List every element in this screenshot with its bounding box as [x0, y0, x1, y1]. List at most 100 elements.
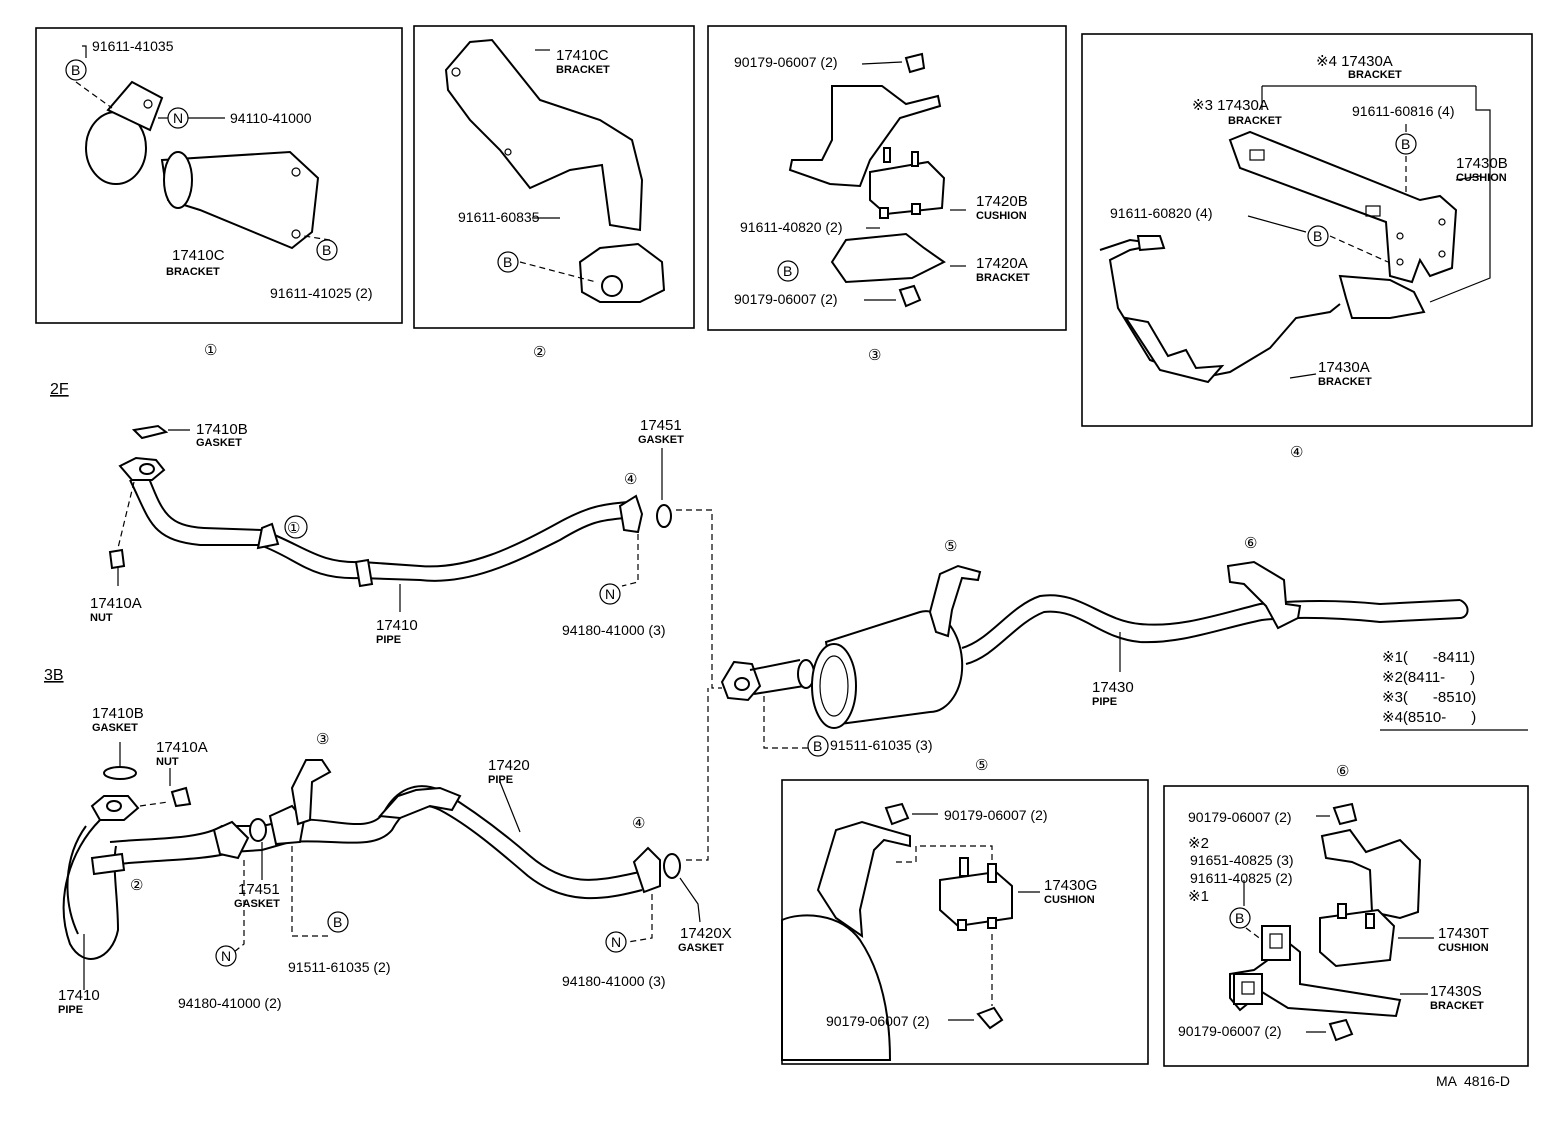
3b-part-17410a: 17410A [156, 739, 208, 756]
i5-part-90179-06007-b: 90179-06007 (2) [826, 1013, 930, 1029]
inset-4-drawing [1099, 85, 1491, 384]
inset-6-drawing [1229, 802, 1434, 1042]
2f-part-17410: 17410 [376, 617, 418, 634]
inset-label-5: ⑤ [975, 757, 988, 774]
i6-part-90179-06007-b: 90179-06007 (2) [1178, 1023, 1282, 1039]
2f-callout-4: ④ [624, 471, 637, 488]
3b-part-17410b: 17410B [92, 705, 144, 722]
2f-part-17410-name: PIPE [376, 634, 401, 646]
i4-part-17430a-3: ※3 17430A [1192, 97, 1269, 114]
drawing-code: MA 4816-D [1436, 1073, 1510, 1089]
legend-line-1: ※1( -8411) [1382, 649, 1475, 666]
date-legend: ※1( -8411) ※2(8411- ) ※3( -8510) ※4(8510… [1380, 649, 1528, 731]
legend-line-2: ※2(8411- ) [1382, 669, 1475, 686]
i6-part-90179-06007-a: 90179-06007 (2) [1188, 809, 1292, 825]
3b-callout-3: ③ [316, 731, 329, 748]
i2-part-17410c: 17410C [556, 47, 609, 64]
i4-b-letter-2: B [1313, 228, 1322, 244]
i3-part-90179-06007-a: 90179-06007 (2) [734, 54, 838, 70]
inset-3-drawing [788, 52, 966, 308]
3b-part-17410b-name: GASKET [92, 722, 138, 734]
i6-part-17430s-name: BRACKET [1430, 1000, 1484, 1012]
3b-part-17420-name: PIPE [488, 774, 513, 786]
i1-part-94110-41000: 94110-41000 [230, 110, 312, 126]
i4-part-17430a-name: BRACKET [1318, 376, 1372, 388]
3b-part-17410-name: PIPE [58, 1004, 83, 1016]
3b-part-91511-61035: 91511-61035 (2) [288, 959, 390, 975]
i2-part-91611-60835: 91611-60835 [458, 209, 540, 225]
i5-part-17430g-name: CUSHION [1044, 894, 1095, 906]
3b-part-94180-41000-2: 94180-41000 (2) [178, 995, 282, 1011]
inset-box-2 [413, 25, 695, 329]
2f-part-17410a: 17410A [90, 595, 142, 612]
i4-part-17430a-3-name: BRACKET [1228, 115, 1282, 127]
i3-part-17420b: 17420B [976, 193, 1028, 210]
muffler-part-91511-61035: 91511-61035 (3) [830, 737, 932, 753]
2f-part-17410a-name: NUT [90, 612, 113, 624]
3b-part-94180-41000-3: 94180-41000 (3) [562, 973, 666, 989]
3b-part-17420x-name: GASKET [678, 942, 724, 954]
i6-part-17430t-name: CUSHION [1438, 942, 1489, 954]
inset-1-drawing [75, 45, 331, 250]
section-2f: 2F [50, 381, 69, 398]
i6-note-1: ※1 [1188, 888, 1209, 905]
i4-part-17430a-4: ※4 17430A [1316, 53, 1393, 70]
inset-box-1 [35, 27, 403, 324]
i3-part-17420a-name: BRACKET [976, 272, 1030, 284]
3b-part-17420x: 17420X [680, 925, 732, 942]
muffler-b-letter: B [813, 738, 822, 754]
3b-part-17410a-name: NUT [156, 756, 179, 768]
i6-part-17430s: 17430S [1430, 983, 1482, 1000]
pipe-17420-3b-drawing [62, 688, 709, 990]
i1-b-letter-2: B [322, 242, 331, 258]
i6-b-letter: B [1235, 910, 1244, 926]
muffler-callout-5: ⑤ [944, 538, 957, 555]
inset-label-6: ⑥ [1336, 763, 1349, 780]
inset-2-drawing [444, 38, 666, 303]
i3-part-90179-06007-b: 90179-06007 (2) [734, 291, 838, 307]
3b-n-letter-1: N [221, 948, 231, 964]
i3-part-17420a: 17420A [976, 255, 1028, 272]
inset-5-drawing [781, 802, 1040, 1061]
i5-part-90179-06007-a: 90179-06007 (2) [944, 807, 1048, 823]
i4-part-17430a-4-name: BRACKET [1348, 69, 1402, 81]
i1-part-17410c: 17410C [172, 247, 225, 264]
i6-note-2: ※2 [1188, 835, 1209, 852]
inset-label-1: ① [204, 342, 217, 359]
legend-line-3: ※3( -8510) [1382, 689, 1476, 706]
i3-part-91611-40820: 91611-40820 (2) [740, 219, 842, 235]
muffler-part-17430-name: PIPE [1092, 696, 1117, 708]
inset-label-4: ④ [1290, 444, 1303, 461]
2f-part-17451: 17451 [640, 417, 682, 434]
i1-n-letter: N [173, 110, 183, 126]
i1-part-17410c-name: BRACKET [166, 266, 220, 278]
2f-part-17410b-name: GASKET [196, 437, 242, 449]
i3-part-17420b-name: CUSHION [976, 210, 1027, 222]
2f-n-letter: N [605, 586, 615, 602]
muffler-callout-6: ⑥ [1244, 535, 1257, 552]
i1-part-91611-41035: 91611-41035 [92, 38, 174, 54]
inset-box-4 [1081, 33, 1533, 427]
2f-part-17410b: 17410B [196, 421, 248, 438]
3b-n-letter-2: N [611, 934, 621, 950]
3b-part-17420: 17420 [488, 757, 530, 774]
muffler-part-17430: 17430 [1092, 679, 1134, 696]
2f-callout-1: ① [287, 520, 300, 537]
i1-b-letter-1: B [71, 62, 80, 78]
3b-part-17451-name: GASKET [234, 898, 280, 910]
i4-part-17430b: 17430B [1456, 155, 1508, 172]
i4-b-letter-1: B [1401, 136, 1410, 152]
section-3b: 3B [44, 667, 64, 684]
i5-part-17430g: 17430G [1044, 877, 1097, 894]
3b-part-17410: 17410 [58, 987, 100, 1004]
inset-box-6 [1163, 785, 1529, 1067]
i6-part-91611-40825: 91611-40825 (2) [1190, 870, 1292, 886]
i4-part-17430b-name: CUSHION [1456, 172, 1507, 184]
i6-part-17430t: 17430T [1438, 925, 1489, 942]
pipe-17410-2f-drawing [108, 424, 722, 689]
3b-part-17451: 17451 [238, 881, 280, 898]
i6-part-91651-40825: 91651-40825 (3) [1190, 852, 1294, 868]
i4-part-91611-60820: 91611-60820 (4) [1110, 205, 1212, 221]
3b-b-letter: B [333, 914, 342, 930]
